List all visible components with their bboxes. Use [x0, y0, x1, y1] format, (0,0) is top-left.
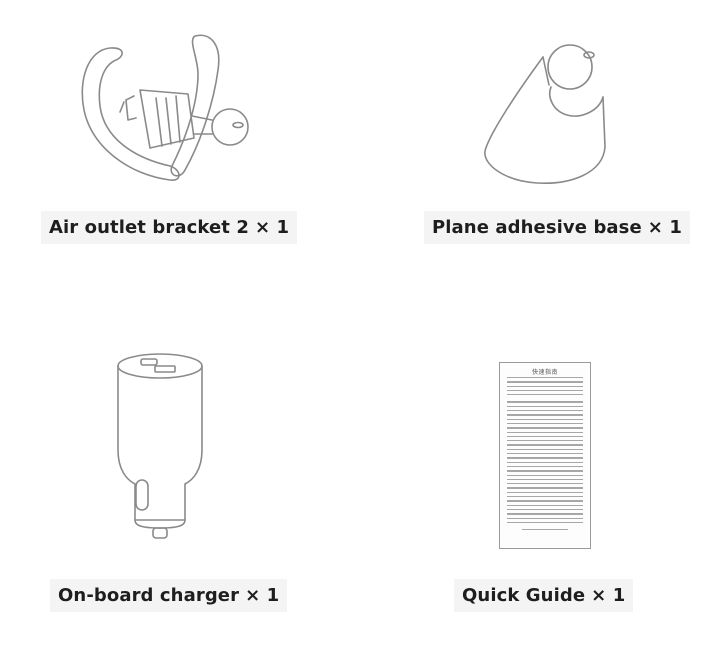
air-outlet-bracket-icon — [70, 30, 260, 190]
item-label: On-board charger — [58, 585, 240, 606]
quick-guide-icon: 快速指南 — [499, 362, 591, 549]
item-label: Quick Guide — [462, 585, 586, 606]
adhesive-base-icon — [475, 35, 625, 190]
item-label: Air outlet bracket 2 — [49, 217, 249, 238]
item-caption: Quick Guide× 1 — [454, 579, 634, 612]
guide-title: 快速指南 — [531, 369, 558, 376]
item-caption: Air outlet bracket 2× 1 — [41, 211, 298, 244]
item-caption: On-board charger× 1 — [50, 579, 288, 612]
item-qty: × 1 — [591, 585, 626, 606]
item-qty: × 1 — [245, 585, 280, 606]
item-qty: × 1 — [647, 217, 682, 238]
item-label: Plane adhesive base — [432, 217, 642, 238]
item-qty: × 1 — [254, 217, 290, 238]
guide-text-lines — [507, 377, 583, 533]
item-caption: Plane adhesive base× 1 — [424, 211, 690, 244]
car-charger-icon — [105, 350, 215, 550]
